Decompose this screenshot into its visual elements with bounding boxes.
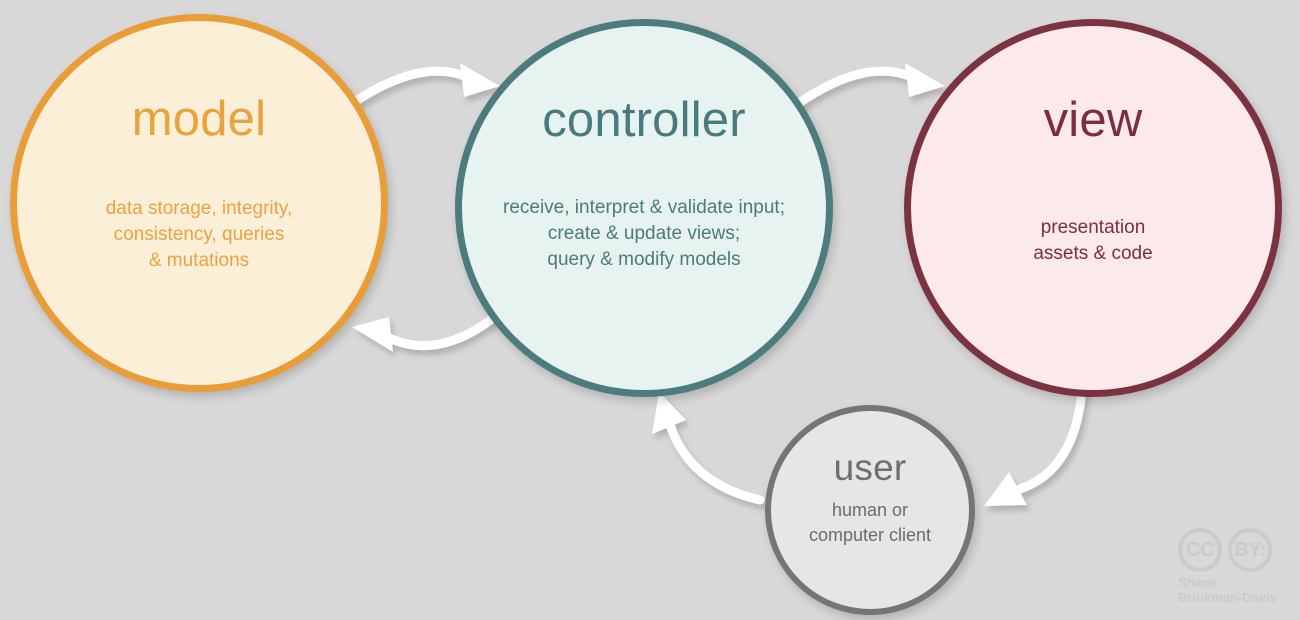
node-controller-desc-line: create & update views; <box>547 223 741 244</box>
license-author-line: Shane <box>1178 575 1218 590</box>
node-view-desc-line: assets & code <box>1033 243 1153 264</box>
node-view-desc-line: presentation <box>1040 217 1146 238</box>
arrow-model-to-controller <box>345 63 500 110</box>
node-view[interactable]: view presentation assets & code <box>904 19 1282 397</box>
node-user[interactable]: user human or computer client <box>765 405 975 615</box>
node-model-description: data storage, integrity, consistency, qu… <box>106 196 293 274</box>
node-model-desc-line: consistency, queries <box>113 224 285 245</box>
node-controller-desc-line: receive, interpret & validate input; <box>503 197 785 218</box>
node-controller-desc-line: query & modify models <box>547 249 741 270</box>
arrow-controller-to-view <box>791 63 945 110</box>
creative-commons-icon: CC <box>1178 528 1222 572</box>
node-user-description: human or computer client <box>809 498 931 548</box>
node-controller-title: controller <box>542 93 746 147</box>
node-user-title: user <box>833 447 907 488</box>
node-user-desc-line: human or <box>831 500 909 520</box>
node-view-title: view <box>1043 93 1143 147</box>
creative-commons-badge: CC BY: Shane Brinkman-Davis <box>1178 528 1290 608</box>
node-view-description: presentation assets & code <box>1033 215 1152 267</box>
license-author-line: Brinkman-Davis <box>1178 590 1277 605</box>
node-model[interactable]: model data storage, integrity, consisten… <box>10 14 388 392</box>
node-controller-description: receive, interpret & validate input; cre… <box>503 195 785 273</box>
node-controller[interactable]: controller receive, interpret & validate… <box>455 19 833 397</box>
node-user-desc-line: computer client <box>808 525 932 545</box>
license-author: Shane Brinkman-Davis <box>1178 575 1290 605</box>
node-model-title: model <box>131 92 267 146</box>
node-model-desc-line: & mutations <box>148 250 250 271</box>
attribution-by-icon: BY: <box>1228 528 1272 572</box>
arrow-user-to-controller <box>652 392 765 505</box>
arrow-view-to-user <box>984 385 1087 506</box>
cc-badge-icons: CC BY: <box>1178 528 1290 572</box>
arrow-controller-to-model <box>352 305 508 352</box>
node-model-desc-line: data storage, integrity, <box>105 198 293 219</box>
